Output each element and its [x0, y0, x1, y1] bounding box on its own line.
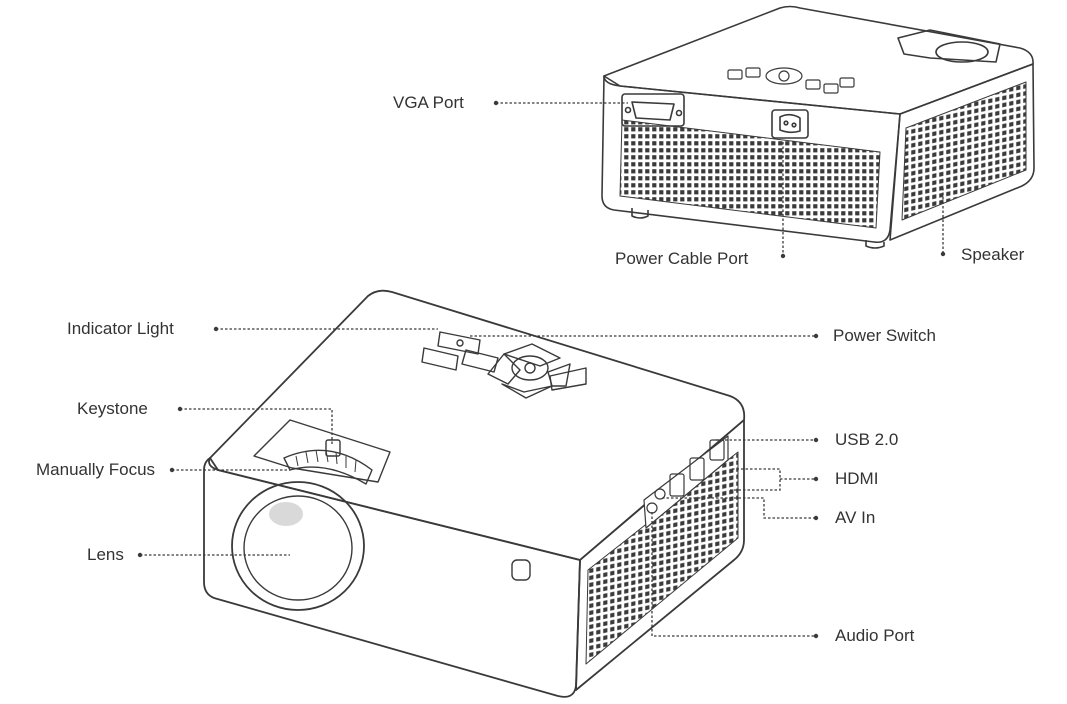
- label-usb: USB 2.0: [835, 430, 899, 449]
- leader-hdmi: [730, 468, 816, 491]
- rear-back-face: [601, 75, 901, 244]
- label-av-in: AV In: [835, 508, 876, 527]
- power-button: [437, 331, 481, 355]
- focus-recess: [253, 419, 391, 483]
- rear-top-face: [603, 5, 1034, 115]
- vga-connector: [631, 101, 675, 121]
- dpad-up: [503, 343, 561, 367]
- label-power-cable-port: Power Cable Port: [615, 249, 749, 268]
- power-cable-port-housing: [771, 109, 809, 139]
- leader-keystone: [180, 408, 333, 446]
- ir-sensor: [511, 559, 531, 581]
- ok-button: [511, 355, 549, 381]
- rear-speaker-grille-side: [901, 81, 1027, 221]
- label-hdmi: HDMI: [835, 469, 879, 488]
- label-audio-port: Audio Port: [835, 626, 915, 645]
- label-speaker: Speaker: [961, 245, 1025, 264]
- vga-port-housing: [621, 93, 685, 127]
- front-control-buttons: [421, 331, 587, 399]
- front-speaker-grille: [585, 451, 739, 665]
- front-front-face: [203, 457, 581, 698]
- leader-lines: [140, 102, 944, 637]
- label-keystone: Keystone: [77, 399, 148, 418]
- label-lens: Lens: [87, 545, 124, 564]
- label-power-switch: Power Switch: [833, 326, 936, 345]
- rear-foot-right: [865, 240, 885, 249]
- label-manually-focus: Manually Focus: [36, 460, 156, 479]
- av-in-port: [654, 488, 666, 500]
- dpad-left: [487, 353, 521, 385]
- leader-av: [662, 497, 816, 519]
- side-ports-panel: [643, 435, 729, 529]
- rear-control-buttons: [727, 67, 855, 94]
- label-vga-port: VGA Port: [393, 93, 464, 112]
- front-top-face: [208, 289, 746, 561]
- hdmi-port-1: [689, 457, 705, 481]
- lens-highlight: [269, 502, 303, 526]
- rear-speaker-grille-back: [619, 119, 881, 229]
- leader-audio: [651, 512, 816, 637]
- projector-rear-view: [601, 5, 1035, 249]
- menu-button: [421, 347, 459, 371]
- lens-inner-ring: [243, 495, 353, 601]
- leader-dots: [137, 100, 946, 639]
- lens-outer-ring: [231, 481, 365, 611]
- focus-wheel: [283, 449, 373, 485]
- label-indicator-light: Indicator Light: [67, 319, 174, 338]
- rear-lens-window: [897, 29, 1001, 63]
- rear-side-face: [889, 63, 1035, 241]
- rear-foot-left: [631, 208, 649, 219]
- dpad-down: [501, 383, 553, 399]
- front-side-face: [575, 419, 745, 691]
- projector-front-view: [203, 289, 746, 698]
- power-connector: [779, 113, 801, 134]
- keystone-knob: [325, 439, 341, 457]
- back-button: [549, 367, 587, 391]
- settings-button: [461, 349, 499, 373]
- hdmi-port-2: [669, 473, 685, 497]
